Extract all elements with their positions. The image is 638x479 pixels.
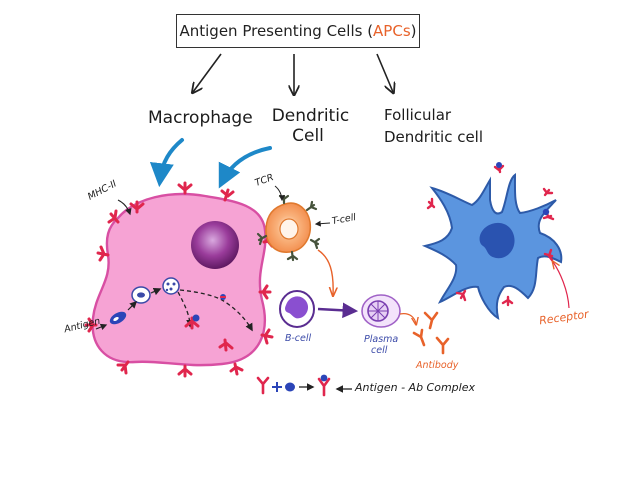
b-cell (279, 290, 315, 328)
presented-antigen (192, 294, 226, 322)
label-plasma-line1: Plasma (364, 334, 399, 345)
label-antigen-ab-complex: Antigen - Ab Complex (355, 381, 475, 394)
follicular-dendritic-cell (421, 162, 563, 321)
diagram-title: Antigen Presenting Cells (APCs) (176, 14, 420, 48)
blue-arrows (149, 138, 272, 189)
label-antibody: Antibody (416, 360, 459, 371)
label-macrophage: Macrophage (148, 108, 253, 128)
label-plasma-line2: cell (371, 345, 388, 356)
label-b-cell: B-cell (285, 333, 312, 344)
macrophage-cell (91, 192, 267, 367)
title-suffix: ) (410, 22, 417, 40)
label-dendritic-line2: Cell (292, 126, 324, 146)
label-follicular-line2: Dendritic cell (384, 128, 484, 146)
lysosome-icon (162, 277, 180, 295)
antigen-entering (109, 311, 127, 325)
label-dendritic-line1: Dendritic (271, 106, 350, 126)
title-prefix: Antigen Presenting Cells ( (179, 22, 374, 40)
title-arrows (193, 53, 393, 94)
antibody-icons (412, 311, 450, 355)
title-highlight: APCs (373, 22, 411, 40)
t-cell (256, 194, 321, 262)
plasma-cell (361, 294, 401, 328)
antigen-ab-complex-equation (256, 374, 352, 397)
macrophage-nucleus (191, 221, 239, 269)
label-follicular-line1: Follicular (384, 106, 452, 124)
mhc-receptors (84, 181, 275, 378)
